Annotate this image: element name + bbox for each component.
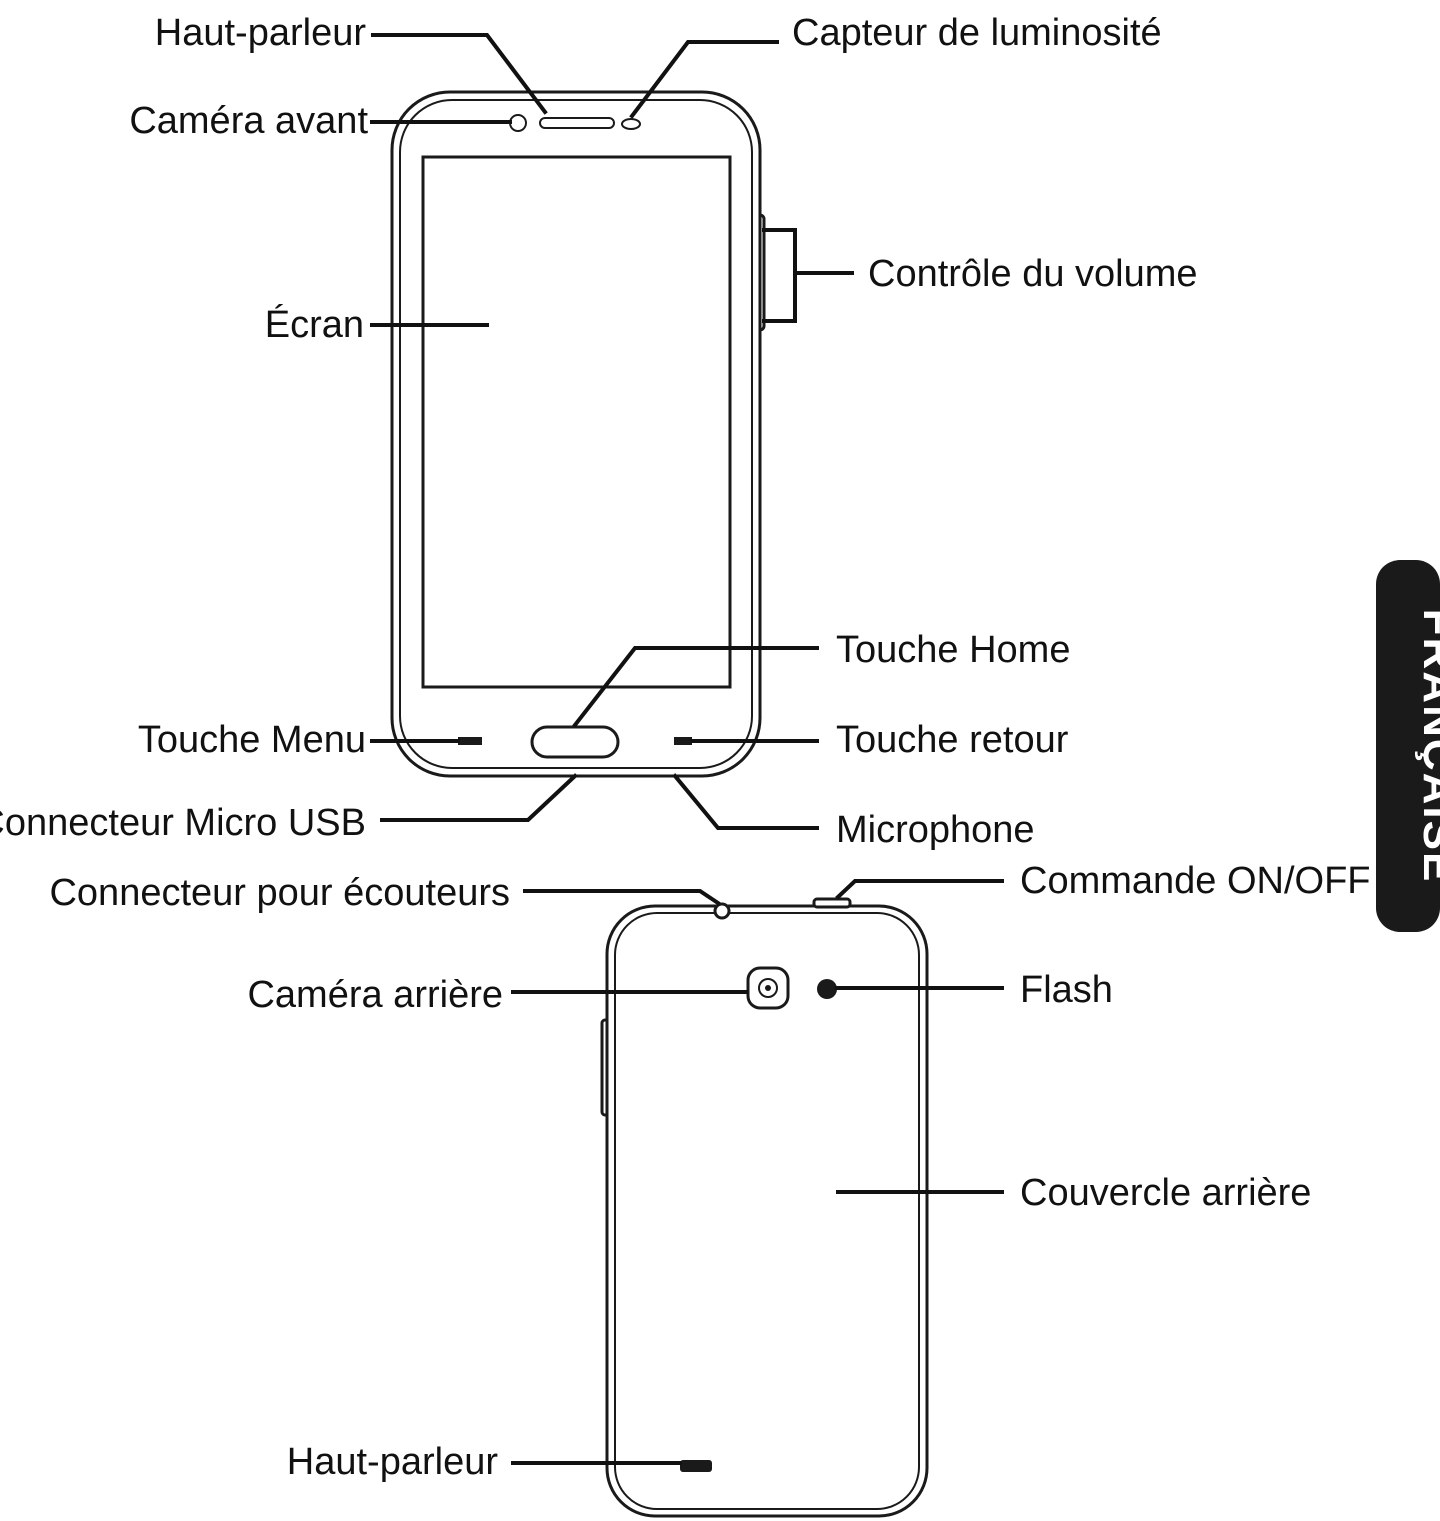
leader-speaker-top — [371, 33, 548, 115]
back-key-mark — [674, 737, 692, 745]
leader-lines — [370, 33, 1004, 1465]
front-phone — [390, 90, 766, 778]
label-micro-usb: Connecteur Micro USB — [0, 802, 366, 844]
leader-home-key — [572, 646, 819, 728]
label-rear-camera: Caméra arrière — [247, 974, 503, 1016]
leader-micro-usb — [380, 773, 578, 822]
front-screen — [421, 155, 732, 689]
leader-volume-bracket — [762, 228, 797, 323]
language-tab-label: FRANÇAISE — [1414, 609, 1440, 884]
back-phone — [600, 897, 929, 1518]
label-back-cover: Couvercle arrière — [1020, 1172, 1311, 1214]
labels: Haut-parleur Capteur de luminosité Camér… — [0, 12, 1371, 1483]
leader-light-sensor — [629, 40, 779, 119]
light-sensor-dots — [621, 118, 641, 130]
front-phone-bezel — [399, 99, 753, 769]
leader-headphone-jack — [523, 889, 721, 906]
back-phone-body — [605, 904, 929, 1518]
label-screen: Écran — [265, 303, 364, 346]
rear-camera-lens — [758, 978, 778, 998]
earpiece-slot — [539, 117, 615, 129]
label-microphone: Microphone — [836, 809, 1035, 851]
headphone-jack-hole — [713, 902, 731, 920]
label-back-key: Touche retour — [836, 719, 1069, 761]
label-light-sensor: Capteur de luminosité — [792, 12, 1162, 54]
language-tab-background — [1376, 560, 1440, 932]
label-front-camera: Caméra avant — [129, 100, 368, 142]
home-button — [530, 725, 620, 759]
label-speaker-top: Haut-parleur — [155, 12, 367, 54]
label-speaker-bottom: Haut-parleur — [287, 1441, 499, 1483]
power-key — [812, 897, 852, 909]
menu-key-mark — [458, 737, 482, 745]
leader-power — [835, 879, 1004, 900]
language-side-tab: FRANÇAISE — [1376, 560, 1440, 932]
rear-speaker-grill — [680, 1460, 712, 1472]
label-volume: Contrôle du volume — [868, 253, 1198, 295]
label-menu-key: Touche Menu — [138, 719, 366, 761]
label-flash: Flash — [1020, 969, 1113, 1011]
back-phone-edge — [614, 912, 920, 1510]
rear-camera-center — [765, 985, 771, 991]
label-home-key: Touche Home — [836, 629, 1070, 671]
flash-dot — [817, 979, 837, 999]
label-headphone-jack: Connecteur pour écouteurs — [49, 872, 510, 914]
leader-microphone — [672, 773, 819, 830]
label-power: Commande ON/OFF — [1020, 860, 1371, 902]
